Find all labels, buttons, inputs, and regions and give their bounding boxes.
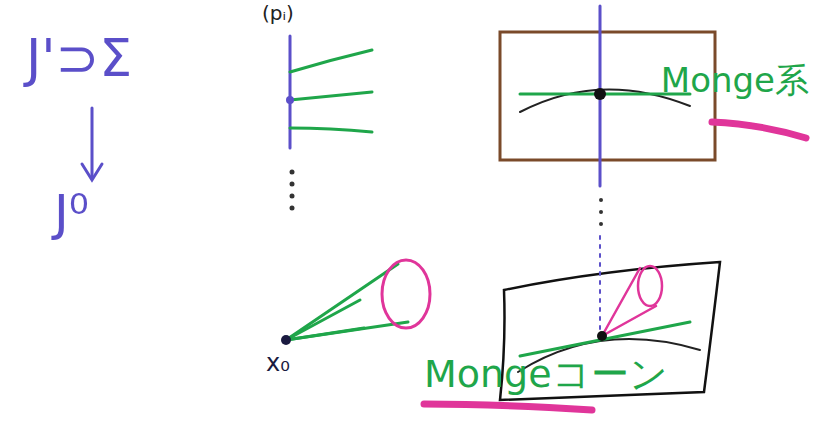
- base-space-label: J⁰: [54, 186, 89, 241]
- highlight-underline: [424, 404, 592, 410]
- point-label: x₀: [266, 350, 290, 376]
- ellipsis-dots: [290, 170, 604, 227]
- monge-cone: [281, 260, 430, 345]
- jet-space-label: J'⊃Σ: [26, 30, 132, 87]
- projection-arrow: [82, 108, 102, 180]
- fibre-fan: [286, 36, 372, 148]
- highlight-underline: [712, 122, 806, 138]
- monge-system-title: Monge系: [661, 62, 809, 99]
- monge-cone-title: Mongeコーン: [424, 354, 668, 396]
- coordinate-label: (pᵢ): [262, 2, 294, 24]
